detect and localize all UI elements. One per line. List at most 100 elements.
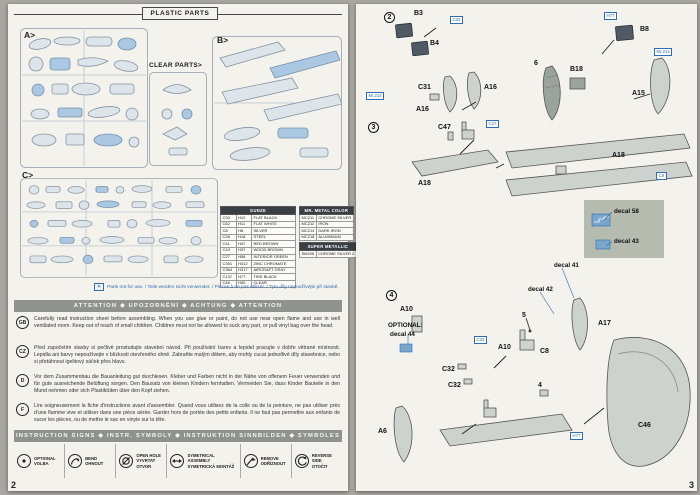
color-table-cell: CLEAR [251, 279, 296, 288]
color-table-cell: C27 [220, 253, 237, 262]
sprue-b-drawing [212, 36, 342, 170]
symmetrical-assembly-icon [170, 454, 185, 468]
decal-label: decal 43 [614, 238, 639, 245]
color-table-cell: SILVER [251, 227, 296, 235]
country-code-f: F [16, 403, 29, 416]
color-table-cell: IRON [315, 220, 354, 229]
step-number: 3 [368, 122, 379, 133]
sign-label-en: REMOVE [260, 455, 279, 461]
sign-open-hole-labels: OPEN HOLE VYVRTAT OTVOR [136, 453, 163, 469]
color-table-cell: STEEL [251, 233, 296, 242]
part-label: C46 [638, 422, 651, 429]
sign-label-en: SYMETRICAL ASSEMBLY [187, 452, 215, 464]
color-table-cell: C364 [220, 266, 237, 275]
color-table-cell: SM206 [299, 250, 317, 258]
country-code-d: D [16, 374, 29, 387]
reverse-side-icon [294, 454, 309, 468]
part-label: C47 [438, 124, 451, 131]
color-table-cell: DARK IRON [315, 227, 354, 235]
sign-label-en: OPTIONAL [34, 455, 56, 461]
color-table-cell: CHROME SILVER [315, 214, 354, 222]
part-label: A15 [632, 90, 645, 97]
color-table-cell: ZINC CHROMATE [251, 260, 296, 268]
color-callout: Mr.214 [654, 48, 673, 57]
color-table-cell: C351 [220, 260, 237, 268]
sign-remove-labels: REMOVE ODŘÍZNOUT [261, 456, 286, 467]
sign-reverse-side: REVERSE SIDE OTOČIT [292, 444, 342, 478]
part-label: B3 [414, 10, 423, 17]
country-code-gb: GB [16, 316, 29, 329]
country-code-cz: CZ [16, 345, 29, 358]
color-table-cell: ALUMINIUM [315, 233, 354, 242]
decal-label: decal 41 [554, 262, 579, 269]
attention-text-gb: Carefully read instruction sheet before … [34, 316, 340, 329]
not-for-use-note: ✕ Parts not for use. / Teile werden nich… [94, 283, 342, 291]
sign-label-cz: OTOČIT [311, 463, 328, 469]
sign-symmetrical-labels: SYMETRICAL ASSEMBLY SYMETRICKÁ MONTÁŽ [187, 453, 236, 469]
part-label: C31 [418, 84, 431, 91]
color-table-cell: RED BROWN [251, 240, 296, 248]
open-hole-icon [119, 454, 134, 468]
color-table-cell: AIRCRAFT GRAY [251, 266, 296, 275]
sign-label-en: BEND [85, 455, 98, 461]
remove-icon [243, 454, 258, 468]
optional-icon [17, 454, 31, 468]
decal-label: decal 58 [614, 208, 639, 215]
part-label: 5 [522, 312, 526, 319]
color-table-cell: MC211 [299, 214, 317, 222]
color-table-cell: C33 [220, 214, 237, 222]
sprue-a-drawing [20, 28, 148, 168]
sign-bend-labels: BEND OHNOUT [85, 456, 103, 467]
sign-open-hole: OPEN HOLE VYVRTAT OTVOR [116, 444, 168, 478]
part-label: A17 [598, 320, 611, 327]
color-table-cell: MC218 [299, 233, 317, 242]
color-table-cell: C41 [220, 240, 237, 248]
part-label: C32 [442, 366, 455, 373]
part-label: A10 [498, 344, 511, 351]
page-title: PLASTIC PARTS [142, 7, 218, 20]
part-label: 6 [534, 60, 538, 67]
sign-label-cz: OHNOUT [85, 461, 104, 466]
color-table-cell: C62 [220, 220, 237, 229]
sprue-c-drawing [20, 178, 218, 278]
color-table-cell: MC212 [299, 220, 317, 229]
page-left: PLASTIC PARTS A> B> C> CLEAR PARTS> [8, 4, 357, 491]
instruction-signs-row: OPTIONAL VOLBA BEND OHNOUT OPEN HOLE [14, 444, 342, 478]
attention-item-f: F Lire soigneusement la fiche d'instruct… [16, 403, 340, 423]
color-table-cell: H58 [235, 253, 252, 262]
color-table-cell: TIRE BLACK [251, 273, 296, 281]
color-table-cell: C43 [220, 246, 237, 255]
decal-label: decal 42 [528, 286, 553, 293]
color-table-cell: H317 [235, 266, 252, 275]
color-table-cell: H12 [235, 214, 252, 222]
sign-label-cz: VOLBA [34, 461, 49, 466]
decal-label: OPTIONAL: [388, 322, 423, 329]
part-label: A6 [378, 428, 387, 435]
color-table-cell: H18 [235, 233, 252, 242]
attention-item-cz: CZ Před započetím stavby si pečlivě pros… [16, 345, 340, 365]
page-number-right: 3 [688, 480, 694, 490]
clear-parts-drawing [149, 72, 207, 166]
color-table-cell: C28 [220, 233, 237, 242]
assembly-diagram [393, 22, 693, 467]
sign-reverse-labels: REVERSE SIDE OTOČIT [312, 453, 339, 469]
step-number: 2 [384, 12, 395, 23]
color-callout: C8 [656, 172, 667, 181]
part-label: C32 [448, 382, 461, 389]
